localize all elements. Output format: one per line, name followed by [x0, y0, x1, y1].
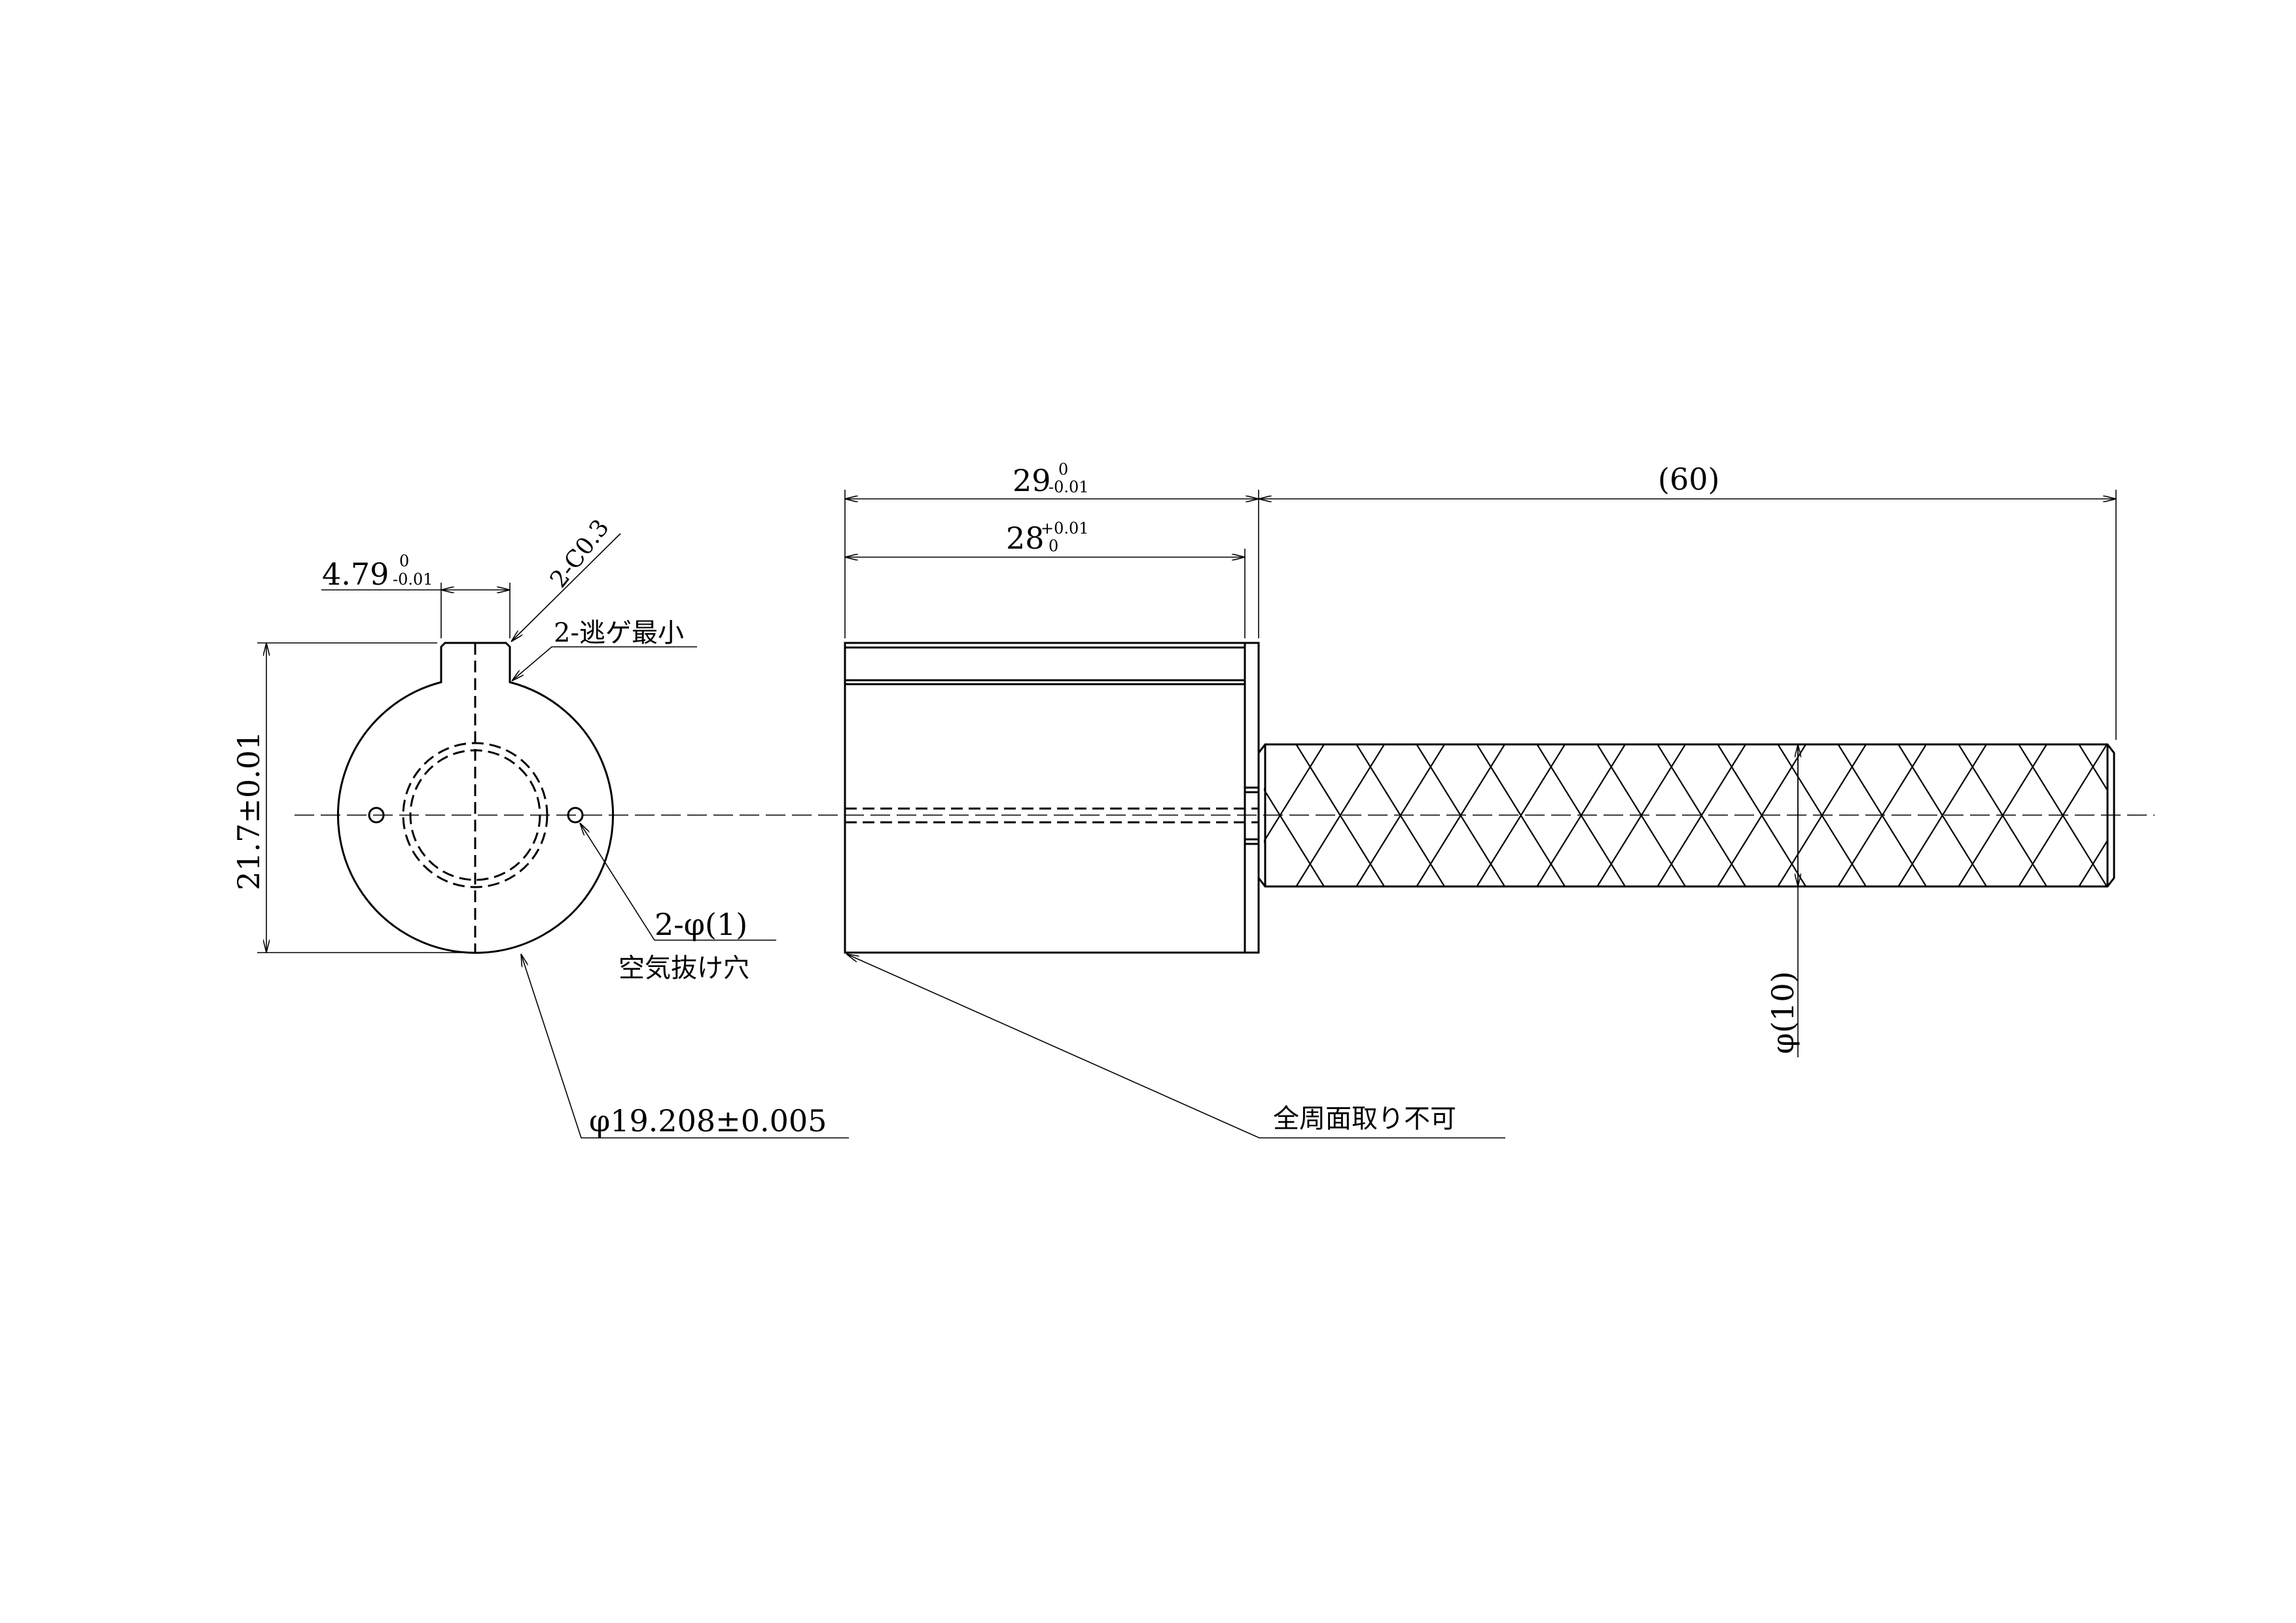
diameter-label: φ19.208±0.005: [589, 1103, 827, 1139]
end-view: 4.79 0 -0.01 21.7±0.01 2-C0.3 2-逃ゲ最小 2-φ…: [231, 515, 849, 1139]
body-length-value: 28: [1006, 520, 1045, 556]
bore-outer-hidden: [402, 742, 548, 888]
overall-length-value: 29: [1013, 463, 1051, 498]
height-value: 21.7±0.01: [231, 731, 266, 890]
knurl-line: [2139, 744, 2227, 886]
knurl-line: [1777, 744, 1867, 886]
knurl-line: [1416, 744, 1505, 886]
key-width-value: 4.79: [322, 556, 389, 592]
holes-note: 空気抜け穴: [619, 953, 749, 983]
knurl-line: [1596, 744, 1686, 886]
knurl-line: [1958, 744, 2047, 886]
diameter-leader: [521, 954, 849, 1139]
knurl-line: [1897, 744, 1987, 886]
knurl-line: [1717, 744, 1806, 886]
knurl-line: [1476, 744, 1566, 886]
knurl-line: [2199, 744, 2287, 886]
end-view-outline: [337, 642, 614, 954]
knurl-line: [1837, 744, 1927, 886]
body-outline: [844, 642, 1260, 954]
knurl-line: [1536, 744, 1626, 886]
chamfer-leader: [511, 533, 621, 642]
air-vent-hole-left: [368, 807, 385, 824]
overall-length-lower-tol: -0.01: [1049, 478, 1089, 496]
edge-note-label: 全周面取り不可: [1273, 1104, 1456, 1134]
knurl-line: [2139, 744, 2227, 886]
knurl-line: [2018, 744, 2108, 886]
shaft-length-value: (60): [1658, 462, 1719, 497]
chamfer-label: 2-C0.3: [545, 515, 615, 593]
relief-label: 2-逃ゲ最小: [554, 618, 684, 648]
knurl-line: [2078, 839, 2108, 886]
knurl-pattern: [1264, 744, 2287, 886]
edge-note-leader: [846, 954, 1505, 1139]
knurl-line: [1657, 744, 1746, 886]
holes-label: 2-φ(1): [655, 907, 747, 942]
knurl-line: [1295, 744, 1385, 886]
body-length-upper-tol: +0.01: [1041, 519, 1089, 538]
knurl-line: [1355, 744, 1445, 886]
side-view: 29 0 -0.01 28 +0.01 0 (60) φ(10) 全周面取り不可: [844, 460, 2287, 1139]
bore-inner-hidden: [409, 749, 541, 881]
knurl-line: [2078, 744, 2108, 792]
overall-length-upper-tol: 0: [1058, 460, 1068, 479]
knurled-shaft: [1257, 743, 2115, 888]
key-width-lower-tol: -0.01: [393, 570, 433, 589]
knurl-line: [1264, 744, 1325, 843]
shaft-diameter-value: φ(10): [1765, 971, 1801, 1054]
body-length-lower-tol: 0: [1049, 537, 1058, 555]
holes-leader: [580, 823, 776, 941]
air-vent-hole-right: [567, 807, 584, 824]
knurl-line: [2199, 744, 2287, 886]
key-width-upper-tol: 0: [399, 552, 409, 570]
relief-leader: [512, 646, 697, 681]
